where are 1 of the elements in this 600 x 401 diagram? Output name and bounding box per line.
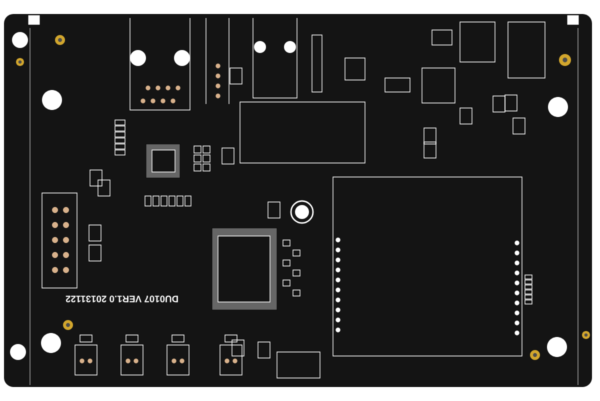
silkscreen-label: DU0107 VER1.0 20131122 xyxy=(66,296,178,302)
